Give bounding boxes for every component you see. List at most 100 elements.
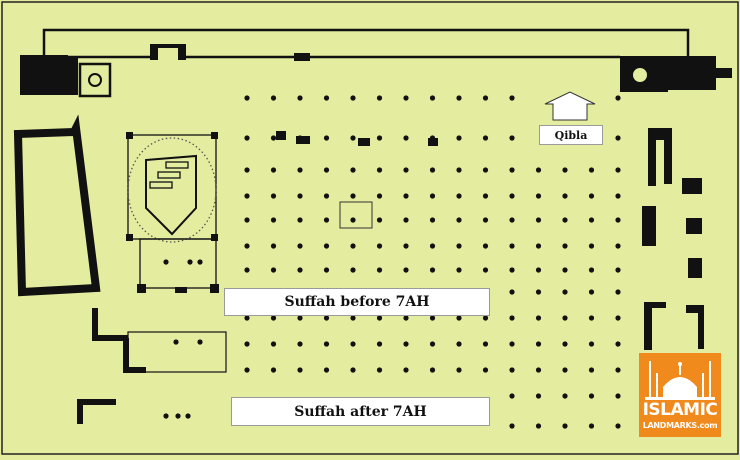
column-pillar xyxy=(615,193,621,199)
column-pillar xyxy=(456,267,462,273)
logo-text-sub: LANDMARKS.com xyxy=(642,421,718,430)
column-pillar xyxy=(403,167,409,173)
column-pillar xyxy=(244,95,250,101)
column-pillar xyxy=(482,135,489,141)
column-pillar xyxy=(376,167,383,173)
column-pillar xyxy=(429,95,436,101)
column-pillar xyxy=(509,393,515,399)
column-pillar xyxy=(244,167,250,173)
column-pillar xyxy=(562,341,568,347)
north-gate-opening xyxy=(158,48,178,60)
column-pillar xyxy=(482,217,489,223)
column-pillar xyxy=(323,315,330,321)
column-pillar xyxy=(175,413,181,419)
column-pillar xyxy=(482,315,489,321)
north-wall xyxy=(42,28,690,59)
column-pillar xyxy=(615,367,621,373)
column-pillar xyxy=(588,367,595,373)
column-pillar xyxy=(297,267,303,273)
northeast-well xyxy=(633,68,647,82)
column-pillar xyxy=(509,167,515,173)
chamber-pillars xyxy=(126,132,219,293)
column-pillar xyxy=(323,267,330,273)
column-pillar xyxy=(197,339,203,345)
column-pillar xyxy=(509,193,515,199)
column-pillar xyxy=(244,367,250,373)
column-pillar xyxy=(588,315,595,321)
column-pillar xyxy=(376,217,383,223)
southwest-walls xyxy=(77,308,146,424)
column-pillar xyxy=(615,95,621,101)
column-pillar xyxy=(350,193,356,199)
logo-text-main: ISLAMIC xyxy=(642,400,718,420)
column-pillar xyxy=(185,413,191,419)
column-pillar xyxy=(323,135,330,141)
interior-marks xyxy=(276,131,438,146)
column-pillar xyxy=(429,341,436,347)
column-pillar xyxy=(562,393,568,399)
column-pillar xyxy=(456,341,462,347)
column-pillar xyxy=(615,289,621,295)
column-pillar xyxy=(376,135,383,141)
column-pillar xyxy=(562,243,568,249)
column-pillar xyxy=(562,367,568,373)
column-pillar xyxy=(376,341,383,347)
column-pillar xyxy=(588,289,595,295)
column-pillar xyxy=(297,167,303,173)
column-pillar xyxy=(509,267,515,273)
column-pillar xyxy=(376,267,383,273)
suffah-after-label: Suffah after 7AH xyxy=(231,397,490,426)
chamber-tombs xyxy=(149,161,189,189)
column-pillar xyxy=(535,217,542,223)
column-pillar xyxy=(588,393,595,399)
column-pillar xyxy=(562,217,568,223)
column-pillar xyxy=(403,95,409,101)
column-pillar xyxy=(297,193,303,199)
column-pillar xyxy=(509,135,515,141)
northwest-room xyxy=(78,62,112,98)
column-pillar xyxy=(403,367,409,373)
column-pillar xyxy=(173,339,179,345)
west-building xyxy=(13,114,101,297)
column-pillar xyxy=(376,193,383,199)
southwest-room xyxy=(127,331,227,373)
column-pillar xyxy=(323,243,330,249)
column-pillar xyxy=(244,267,250,273)
column-pillar xyxy=(588,243,595,249)
mosque-silhouette-icon xyxy=(645,361,715,400)
column-pillar xyxy=(323,217,330,223)
column-pillar xyxy=(163,259,169,265)
column-pillar xyxy=(535,367,542,373)
column-pillar xyxy=(615,315,621,321)
column-pillar xyxy=(456,315,462,321)
column-pillar xyxy=(615,423,621,429)
qibla-arrow-icon xyxy=(544,91,596,121)
column-pillar xyxy=(429,367,436,373)
northeast-wing-end xyxy=(716,68,732,78)
column-pillar xyxy=(562,315,568,321)
column-pillar xyxy=(297,217,303,223)
column-pillar xyxy=(323,167,330,173)
column-pillar xyxy=(323,341,330,347)
column-pillar xyxy=(535,289,542,295)
column-pillar xyxy=(482,193,489,199)
column-pillar xyxy=(350,243,356,249)
column-pillar xyxy=(270,341,277,347)
suffah-before-label: Suffah before 7AH xyxy=(224,288,490,316)
column-pillar xyxy=(429,167,436,173)
column-pillar xyxy=(562,167,568,173)
column-pillar xyxy=(482,367,489,373)
column-pillar xyxy=(323,95,330,101)
column-pillar xyxy=(403,243,409,249)
column-pillar xyxy=(403,341,409,347)
column-pillar xyxy=(456,243,462,249)
column-pillar xyxy=(270,193,277,199)
column-pillar xyxy=(350,217,356,223)
column-pillar xyxy=(429,315,436,321)
column-pillar xyxy=(429,267,436,273)
column-pillar xyxy=(615,135,621,141)
column-pillar xyxy=(535,267,542,273)
column-pillar xyxy=(270,95,277,101)
column-pillar xyxy=(482,95,489,101)
column-pillar xyxy=(323,367,330,373)
